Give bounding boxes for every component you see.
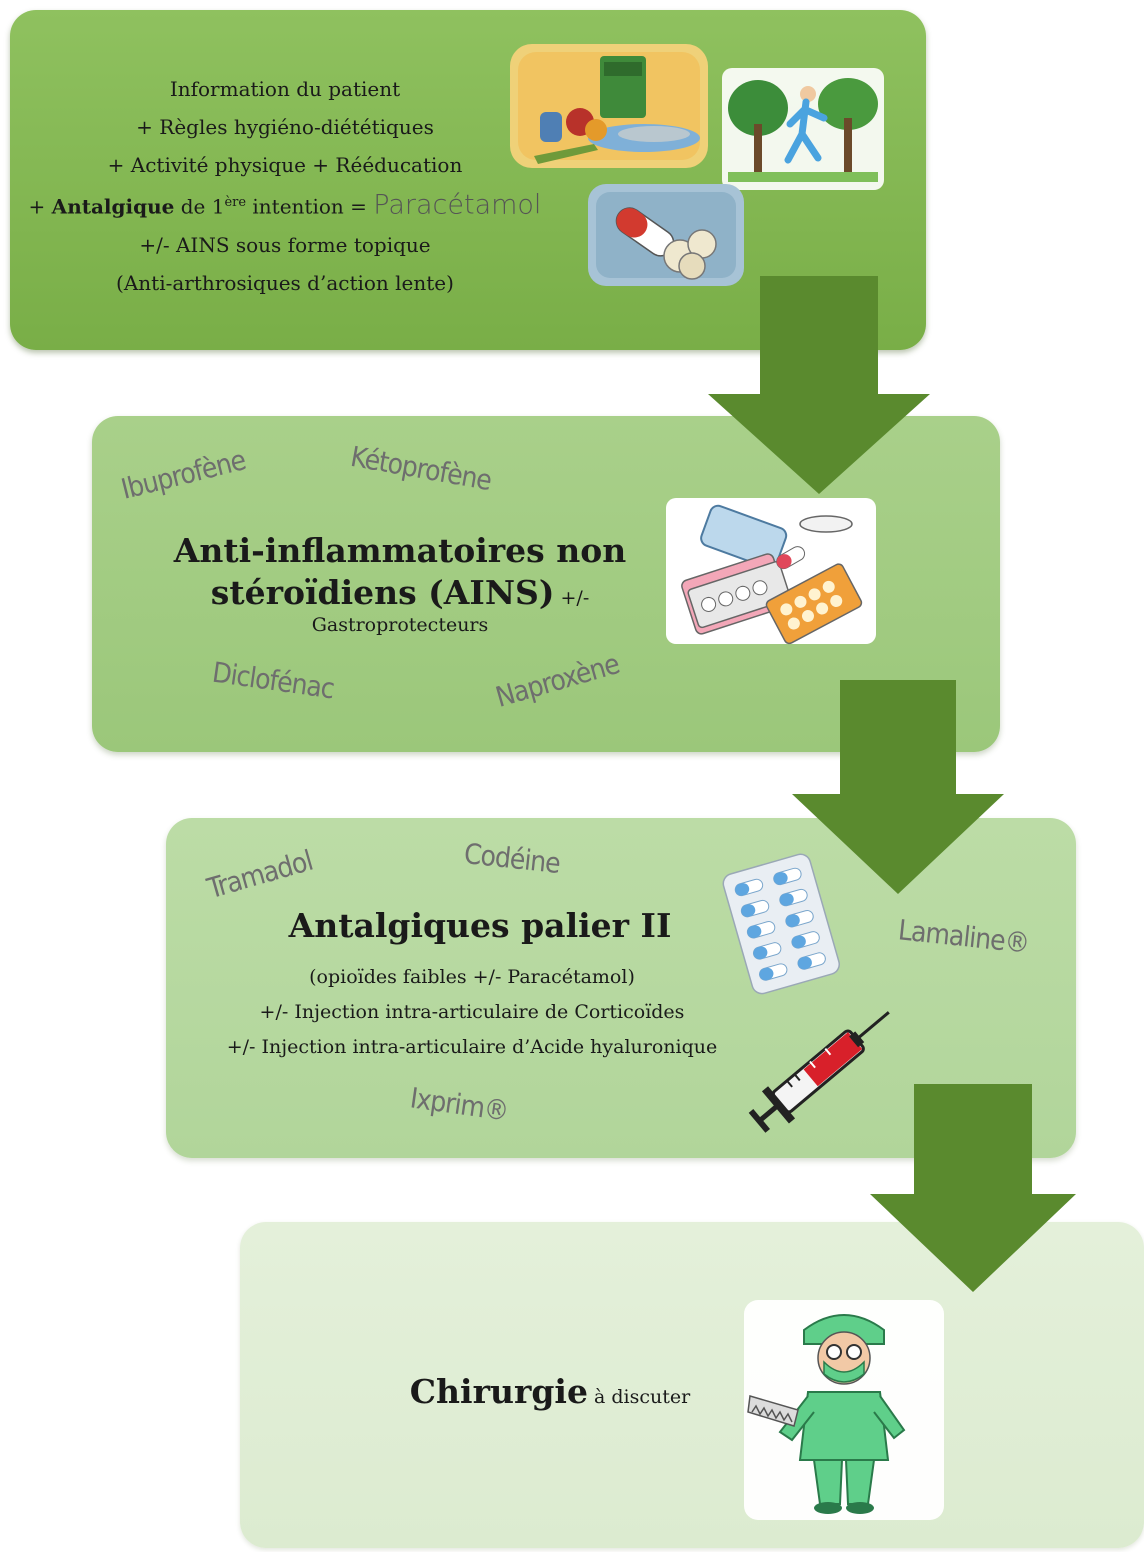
step4-title-bold: Chirurgie xyxy=(409,1372,588,1411)
pill-bottle-illustration xyxy=(666,498,876,645)
step2-title-suffix: +/- xyxy=(554,587,590,609)
step3-line2: +/- Injection intra-articulaire de Corti… xyxy=(259,1001,685,1023)
step3-line1: (opioïdes faibles +/- Paracétamol) xyxy=(309,966,635,988)
surgeon-illustration xyxy=(744,1300,944,1520)
step2-subtitle: Gastroprotecteurs xyxy=(311,614,489,636)
pills-illustration xyxy=(588,184,744,286)
down-arrow-3 xyxy=(870,1084,1076,1292)
step2-title-line2-text: stéroïdiens (AINS) xyxy=(210,573,555,612)
running-illustration xyxy=(722,68,884,190)
step1-line3: + Activité physique + Rééducation xyxy=(107,153,463,177)
step2-title-line2: stéroïdiens (AINS) +/- xyxy=(170,572,630,619)
step3-text: (opioïdes faibles +/- Paracétamol) +/- I… xyxy=(182,960,762,1065)
step1-line5: +/- AINS sous forme topique xyxy=(139,232,431,257)
step1-line6: (Anti-arthrosiques d’action lente) xyxy=(116,270,454,295)
step4-title: Chirurgie à discuter xyxy=(380,1372,720,1411)
step1-line4-after: intention = xyxy=(246,194,374,219)
step3-title: Antalgiques palier II xyxy=(288,906,672,945)
syringe-illustration xyxy=(748,1011,890,1133)
step3-line3: +/- Injection intra-articulaire d’Acide … xyxy=(226,1036,718,1058)
step1-line1: Information du patient xyxy=(169,77,401,101)
step2-title-line1: Anti-inflammatoires non xyxy=(173,531,627,570)
down-arrow-1 xyxy=(708,276,930,494)
blister-illustration xyxy=(722,853,841,995)
step4-box xyxy=(240,1222,1144,1548)
step1-paracetamol: Paracétamol xyxy=(373,189,542,221)
step1-line4-mid: de 1 xyxy=(174,194,225,219)
step1-line4-prefix: + xyxy=(28,194,52,219)
step1-text: Information du patient + Règles hygiéno-… xyxy=(20,70,550,302)
food-illustration xyxy=(510,44,708,168)
step1-line4: + Antalgique de 1ère intention = Paracét… xyxy=(20,184,550,226)
step1-line2: + Règles hygiéno-diététiques xyxy=(136,115,434,139)
step2-title: Anti-inflammatoires non stéroïdiens (AIN… xyxy=(170,530,630,619)
step4-title-rest: à discuter xyxy=(587,1386,691,1408)
down-arrow-2 xyxy=(792,680,1004,894)
step1-line4-bold: Antalgique xyxy=(51,194,175,219)
step1-line4-sup: ère xyxy=(224,195,247,210)
